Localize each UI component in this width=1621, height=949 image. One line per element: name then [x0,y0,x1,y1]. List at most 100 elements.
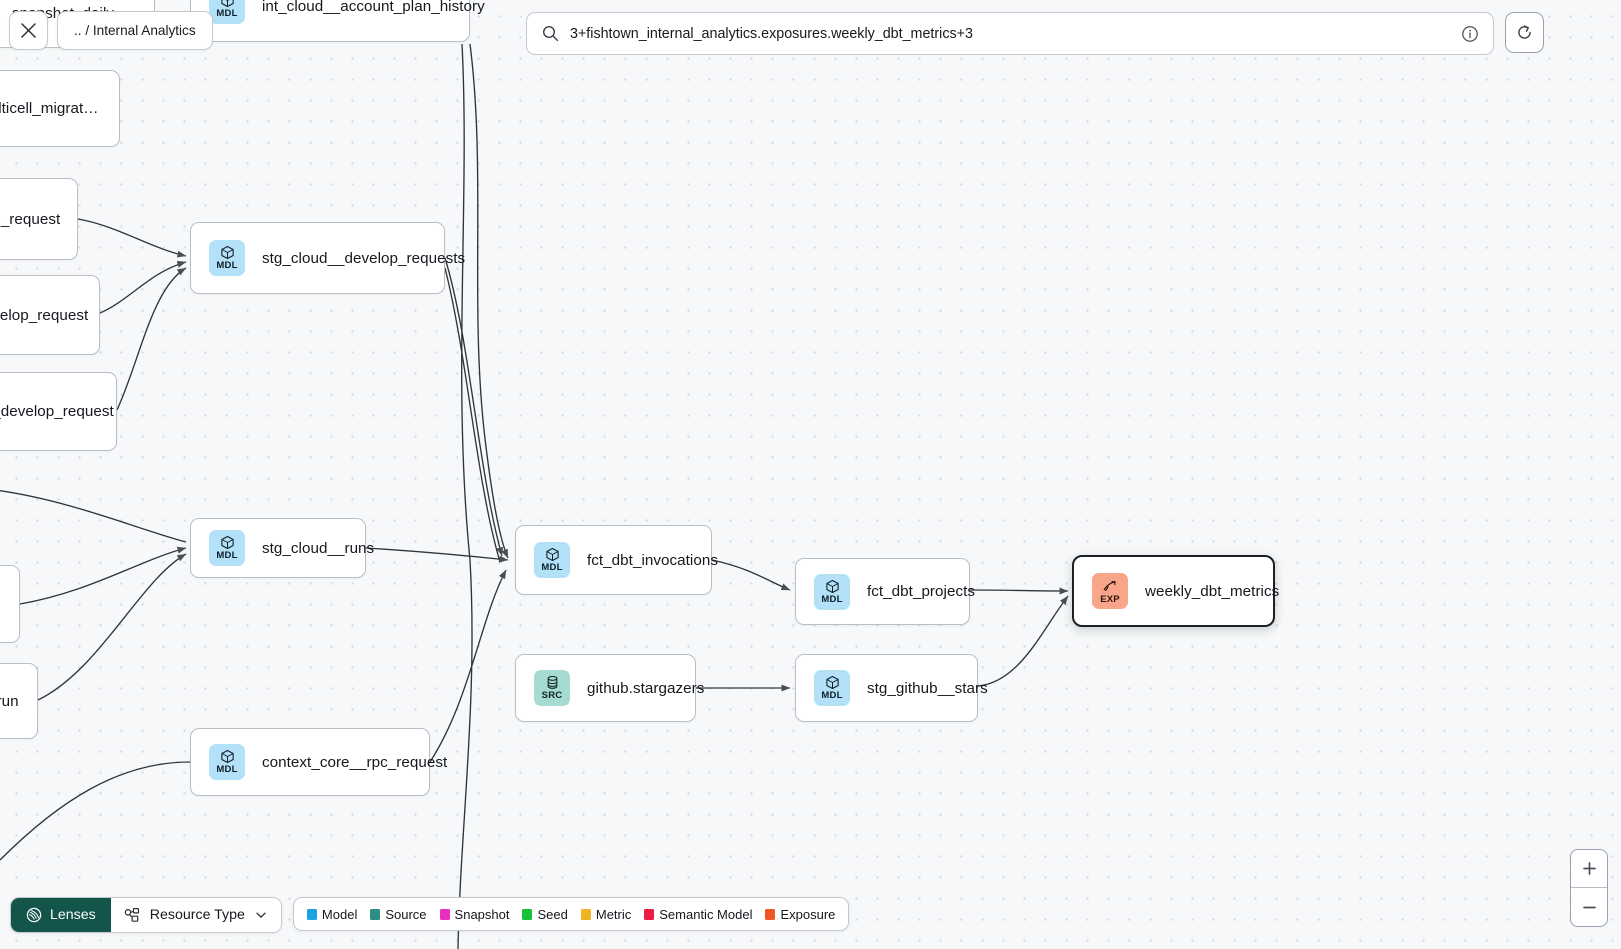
node-type-badge-label: SRC [541,690,563,702]
node-type-badge-mdl: MDL [814,670,850,706]
legend-item-semantic-model[interactable]: Semantic Model [644,907,752,922]
close-icon [21,23,36,38]
node-type-badge-label: EXP [1100,593,1120,605]
cube-icon [825,579,839,593]
legend-label: Semantic Model [659,906,753,922]
node-type-badge-mdl: MDL [209,240,245,276]
node-label: stg_cloud__develop_requests [262,249,466,267]
zoom-in-button[interactable] [1571,850,1607,888]
search-icon [542,25,559,42]
lenses-label: Lenses [50,907,96,923]
resource-type-legend: Model Source Snapshot Seed Metric Semantic Mo… [292,897,850,931]
cube-icon [220,750,234,764]
graph-node-stg_github__stars[interactable]: MDL stg_github__stars [795,654,988,722]
zoom-out-button[interactable] [1571,888,1607,926]
breadcrumb-label: .. / Internal Analytics [74,23,196,38]
cube-icon [825,676,839,690]
node-type-badge-label: MDL [216,550,238,562]
node-type-badge-mdl: MDL [209,0,245,24]
legend-item-metric[interactable]: Metric [580,906,632,922]
graph-node-stg_cloud__develop_requests[interactable]: MDL stg_cloud__develop_requests [190,222,465,294]
node-label: ….run [0,692,19,710]
refresh-icon [1518,25,1531,39]
cube-icon [220,536,234,550]
legend-item-model[interactable]: Model [306,906,358,922]
node-label: stg_github__stars [867,679,988,697]
lens-icon [26,907,42,923]
node-type-badge-exp: EXP [1092,573,1128,609]
database-icon [547,676,557,690]
node-label: fct_dbt_projects [867,583,976,600]
node-type-badge-label: MDL [541,562,563,574]
legend-swatch [580,908,591,920]
node-type-badge-mdl: MDL [209,744,245,780]
node-label: …n [0,596,1,613]
legend-item-source[interactable]: Source [370,906,427,922]
legend-label: Source [385,906,427,922]
lineage-search-bar[interactable] [526,12,1494,55]
legend-swatch [522,908,533,920]
legend-swatch [765,908,776,920]
graph-node-github.stargazers[interactable]: SRC github.stargazers [515,654,704,722]
search-input[interactable] [570,25,1450,42]
node-type-badge-mdl: MDL [209,530,245,566]
resource-type-label: Resource Type [149,907,245,923]
legend-label: Metric [595,906,632,922]
graph-node-fct_dbt_invocations[interactable]: MDL fct_dbt_invocations [515,525,718,595]
node-type-badge-label: MDL [216,260,238,272]
graph-node-left_mid_n[interactable]: MDL…n [0,565,20,643]
legend-swatch [439,908,450,920]
minus-icon [1582,906,1596,908]
graph-node-develop_request_2[interactable]: MDL…velop_request [0,275,100,355]
graph-node-multicell_migrat[interactable]: MDLmulticell_migrat… [0,70,120,147]
node-label: context_core__rpc_request [262,753,448,771]
legend-swatch [644,908,655,920]
node-type-badge-mdl: MDL [534,542,570,578]
graph-node-context_core__rpc_request[interactable]: MDL context_core__rpc_request [190,728,447,796]
cube-icon [220,246,234,260]
bottom-toolbar: Lenses Resource Type Model Source Snapshot… [10,897,850,933]
chart-line-icon [1103,580,1116,591]
legend-item-snapshot[interactable]: Snapshot [439,906,510,922]
node-label: …p_request [0,210,61,228]
node-type-badge-mdl: MDL [814,573,850,610]
resource-type-dropdown[interactable]: Resource Type [110,898,281,932]
lenses-button[interactable]: Lenses [11,898,111,932]
breadcrumb[interactable]: .. / Internal Analytics [57,11,213,50]
legend-item-seed[interactable]: Seed [522,906,568,922]
graph-node-stg_cloud__runs[interactable]: MDL stg_cloud__runs [190,518,374,578]
node-label: multicell_migrat… [0,100,99,117]
legend-label: Seed [537,906,568,922]
legend-swatch [306,908,317,920]
node-type-badge-label: MDL [821,690,843,702]
legend-label: Snapshot [454,906,510,922]
legend-label: Exposure [780,906,836,922]
graph-node-fct_dbt_projects[interactable]: MDL fct_dbt_projects [795,558,975,625]
close-button[interactable] [9,11,48,50]
refresh-button[interactable] [1505,12,1544,53]
lens-controls: Lenses Resource Type [10,897,282,933]
cube-icon [545,548,559,562]
graph-node-weekly_dbt_metrics[interactable]: EXP weekly_dbt_metrics [1072,555,1279,627]
node-label: stg_cloud__runs [262,539,375,557]
graph-node-left_run[interactable]: MDL….run [0,663,38,739]
graph-node-develop_request_3[interactable]: MDL…_develop_request [0,372,117,451]
node-label: fct_dbt_invocations [587,551,718,569]
legend-item-exposure[interactable]: Exposure [765,907,835,922]
node-label: github.stargazers [587,679,705,697]
node-type-badge-label: MDL [216,764,238,776]
node-label: weekly_dbt_metrics [1145,582,1280,600]
node-label: …_develop_request [0,403,114,420]
node-label: …velop_request [0,306,89,324]
graph-node-develop_request_1[interactable]: MDL…p_request [0,178,78,260]
node-type-badge-label: MDL [216,8,238,20]
cube-icon [220,0,234,8]
graph-node-int_cloud__account_plan_history[interactable]: MDL int_cloud__account_plan_history [190,0,485,42]
node-label: int_cloud__account_plan_history [262,0,485,15]
zoom-controls [1570,849,1608,927]
legend-label: Model [321,906,358,922]
nodes-icon [124,907,139,922]
info-icon[interactable] [1461,25,1479,43]
